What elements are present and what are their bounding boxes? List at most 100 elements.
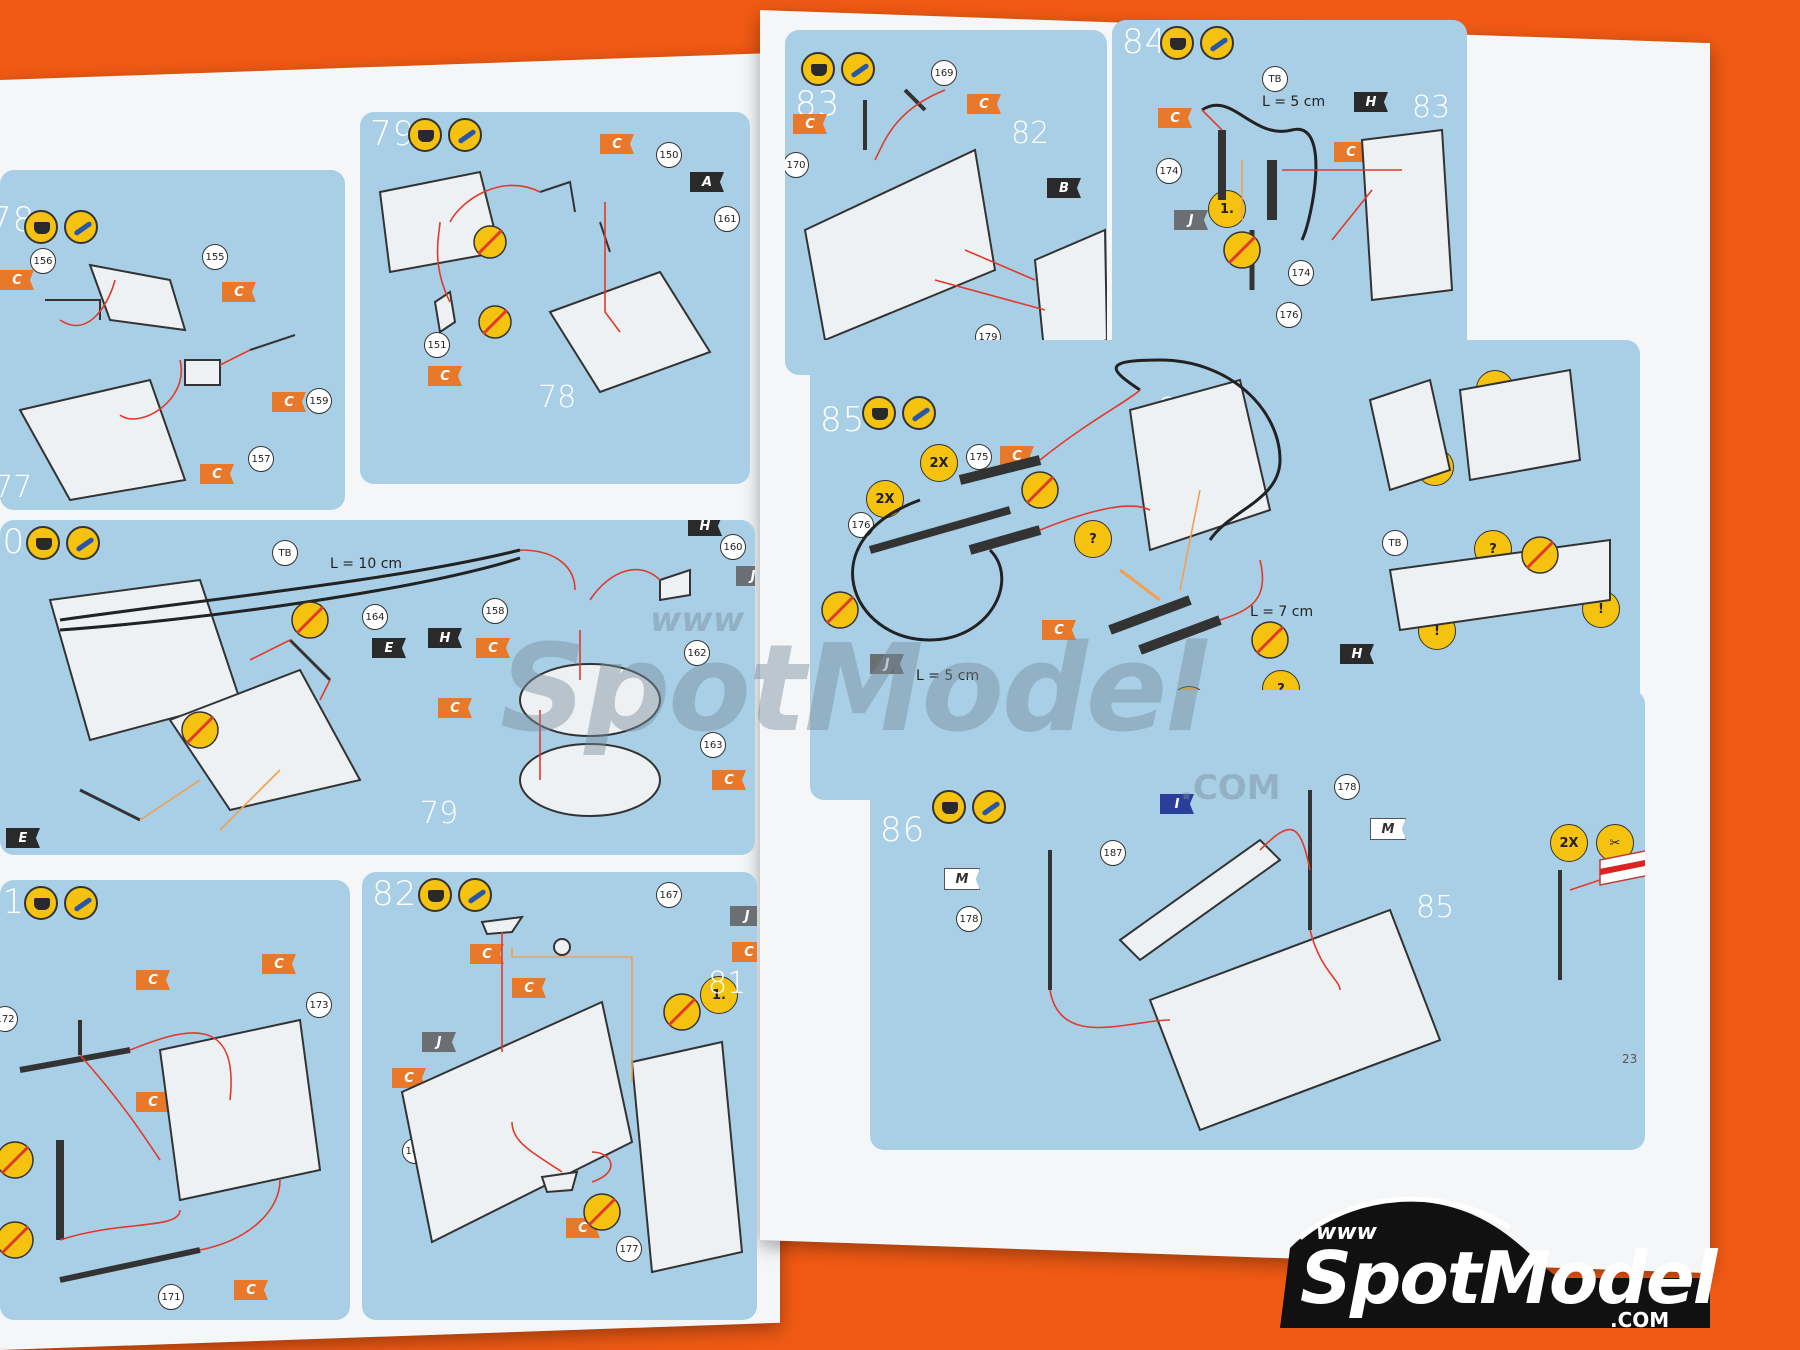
logo-www: www xyxy=(1316,1220,1377,1245)
part-178: 178 xyxy=(1334,774,1360,800)
paint-pot-icon xyxy=(408,118,442,152)
color-flag-e: E xyxy=(6,828,40,848)
cable-length: L = 5 cm xyxy=(1262,94,1326,110)
part-177: 177 xyxy=(616,1236,642,1262)
color-flag-c: C xyxy=(222,282,256,302)
assembly-ref: 85 xyxy=(1416,890,1455,925)
paint-brush-icon xyxy=(902,396,936,430)
color-flag-h: H xyxy=(1340,644,1374,664)
part-tb: TB xyxy=(1382,530,1408,556)
step-panel-86: 86 178 I M 2X ✂ 187 M 178 85 23 xyxy=(870,690,1645,1150)
color-flag-c: C xyxy=(428,366,462,386)
paint-pot-icon xyxy=(418,878,452,912)
color-flag-c: C xyxy=(262,954,296,974)
paint-brush-icon xyxy=(448,118,482,152)
color-flag-m: M xyxy=(1370,818,1406,840)
part-159: 159 xyxy=(306,388,332,414)
paint-brush-icon xyxy=(66,526,100,560)
color-flag-c: C xyxy=(1158,108,1192,128)
part-156: 156 xyxy=(30,248,56,274)
step-86-drawing xyxy=(1048,790,1645,1132)
color-flag-c: C xyxy=(712,770,746,790)
logo-com: .COM xyxy=(1610,1308,1670,1332)
part-169: 169 xyxy=(931,60,957,86)
spotmodel-logo: www SpotModel .COM xyxy=(1280,1178,1720,1332)
color-flag-c: C xyxy=(392,1068,426,1088)
paint-pot-icon xyxy=(1160,26,1194,60)
part-tb: TB xyxy=(1262,66,1288,92)
color-flag-c: C xyxy=(793,114,827,134)
quantity-badge: 2X xyxy=(1550,824,1588,862)
part-171: 171 xyxy=(158,1284,184,1310)
color-flag-c: C xyxy=(600,134,634,154)
part-164: 164 xyxy=(362,604,388,630)
color-flag-c: C xyxy=(234,1280,268,1300)
step-number: 80 xyxy=(0,522,26,562)
color-flag-h: H xyxy=(688,520,722,536)
part-170: 170 xyxy=(785,152,809,178)
step-number: 81 xyxy=(0,882,26,922)
step-78-drawing xyxy=(18,263,296,502)
color-flag-h: H xyxy=(428,628,462,648)
paint-brush-icon xyxy=(972,790,1006,824)
step-order-badge: 1. xyxy=(700,976,738,1014)
part-160: 160 xyxy=(720,534,746,560)
part-174: 174 xyxy=(1156,158,1182,184)
step-81-drawing xyxy=(0,1018,322,1283)
paint-pot-icon xyxy=(801,52,835,86)
part-158: 158 xyxy=(482,598,508,624)
color-flag-c: C xyxy=(732,942,757,962)
cable-length: L = 10 cm xyxy=(330,556,403,572)
paint-pot-icon xyxy=(24,886,58,920)
paint-pot-icon xyxy=(26,526,60,560)
color-flag-c: C xyxy=(0,270,34,290)
paint-pot-icon xyxy=(862,396,896,430)
color-flag-c: C xyxy=(470,944,504,964)
step-84-drawing xyxy=(1201,103,1454,302)
part-150: 150 xyxy=(656,142,682,168)
color-flag-c: C xyxy=(512,978,546,998)
step-number: 86 xyxy=(880,810,926,850)
color-flag-a: A xyxy=(690,172,724,192)
step-83-drawing xyxy=(803,88,1107,362)
color-flag-c: C xyxy=(136,970,170,990)
color-flag-j: J xyxy=(870,654,904,674)
part-157: 157 xyxy=(248,446,274,472)
paint-pot-icon xyxy=(24,210,58,244)
step-panel-80: 80 TB L = 10 cm 164 E H 158 C H 160 J 16… xyxy=(0,520,755,855)
paint-brush-icon xyxy=(64,210,98,244)
color-flag-h: H xyxy=(1354,92,1388,112)
assembly-ref: 81 xyxy=(708,966,747,1001)
part-163: 163 xyxy=(700,732,726,758)
part-167: 167 xyxy=(656,882,682,908)
part-155: 155 xyxy=(202,244,228,270)
quantity-badge: 2X xyxy=(920,444,958,482)
color-flag-c: C xyxy=(136,1092,170,1112)
paint-brush-icon xyxy=(458,878,492,912)
part-173: 173 xyxy=(306,992,332,1018)
color-flag-j: J xyxy=(736,566,755,586)
color-flag-c: C xyxy=(200,464,234,484)
step-number: 85 xyxy=(820,400,866,440)
part-161: 161 xyxy=(714,206,740,232)
watermark-com: .COM xyxy=(1180,768,1281,808)
assembly-ref: 77 xyxy=(0,470,33,505)
paint-brush-icon xyxy=(841,52,875,86)
step-panel-83: 83 169 C C 82 170 B 179 xyxy=(785,30,1107,375)
paint-pot-icon xyxy=(932,790,966,824)
assembly-ref: 79 xyxy=(420,796,459,831)
step-79-drawing xyxy=(378,170,712,394)
part-175: 175 xyxy=(966,444,992,470)
color-flag-c: C xyxy=(1334,142,1368,162)
color-flag-j: J xyxy=(730,906,757,926)
part-187: 187 xyxy=(1100,840,1126,866)
part-178: 178 xyxy=(956,906,982,932)
step-number: 79 xyxy=(370,114,416,154)
logo-main: SpotModel xyxy=(1300,1236,1717,1320)
paint-brush-icon xyxy=(64,886,98,920)
color-flag-b: B xyxy=(1047,178,1081,198)
part-174: 174 xyxy=(1288,260,1314,286)
step-panel-82: 82 167 J C C 1. C 81 J C 2. 166 C 177 xyxy=(362,872,757,1320)
assembly-ref: 83 xyxy=(1412,90,1451,125)
